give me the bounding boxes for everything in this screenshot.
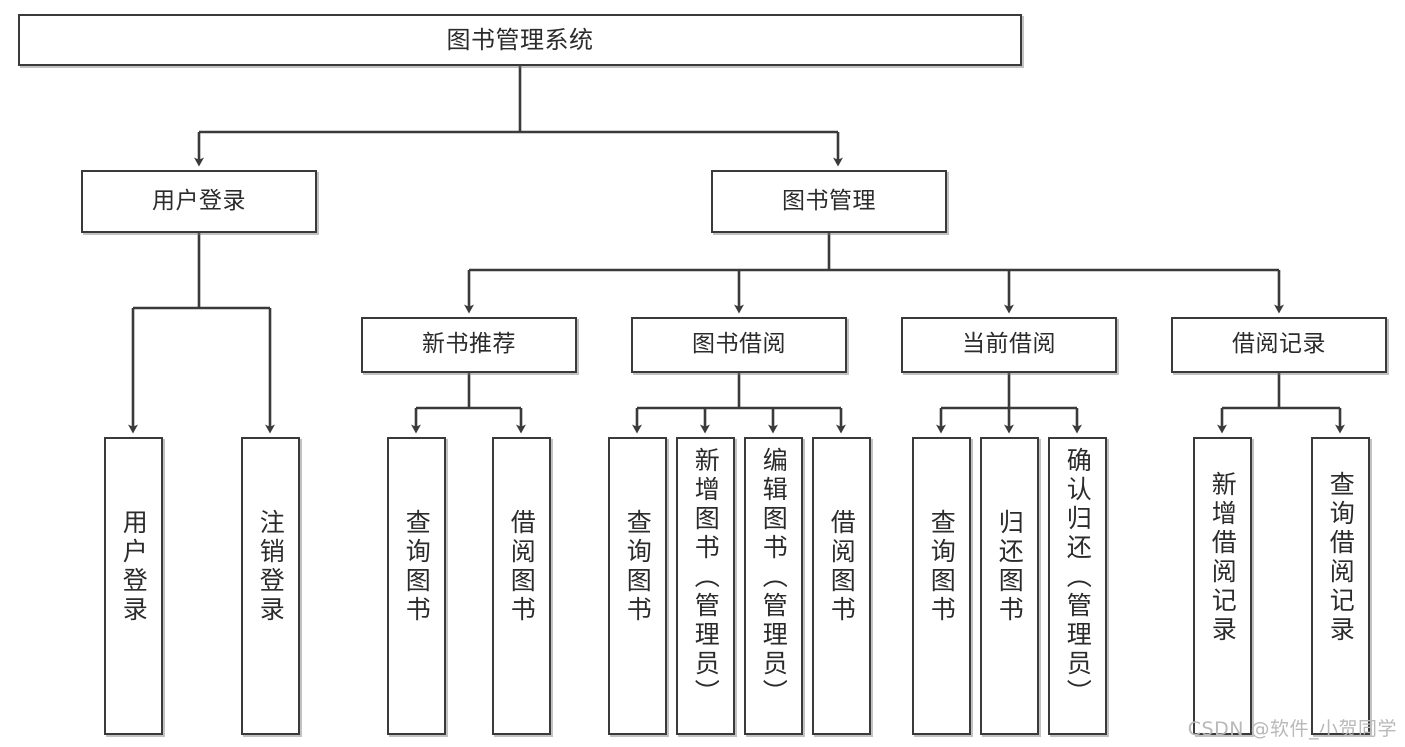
node-book-borrow[interactable]: 图书借阅 [631, 317, 847, 373]
node-borrow-record[interactable]: 借阅记录 [1171, 317, 1387, 373]
node-label: 图书借阅 [692, 331, 786, 358]
node-label: 图书管理系统 [446, 25, 594, 54]
leaf-nb-borrow-book[interactable]: 借阅图书 [492, 437, 551, 735]
leaf-label: 注销登录 [256, 509, 286, 625]
leaf-cb-return-book[interactable]: 归还图书 [980, 437, 1039, 735]
node-user-login[interactable]: 用户登录 [81, 170, 317, 233]
leaf-user-login[interactable]: 用户登录 [104, 437, 163, 735]
leaf-label: 查询图书 [927, 509, 957, 625]
leaf-label: 新增借阅记录 [1208, 471, 1238, 645]
leaf-bb-edit-book-admin[interactable]: 编辑图书（管理员） [744, 437, 803, 735]
leaf-label: 用户登录 [119, 509, 149, 625]
leaf-label: 新增图书（管理员） [691, 447, 721, 708]
leaf-br-add-record[interactable]: 新增借阅记录 [1193, 437, 1252, 735]
leaf-bb-query-book[interactable]: 查询图书 [608, 437, 667, 735]
node-book-management[interactable]: 图书管理 [711, 170, 947, 233]
leaf-cb-confirm-return-admin[interactable]: 确认归还（管理员） [1048, 437, 1107, 735]
leaf-cb-query-book[interactable]: 查询图书 [912, 437, 971, 735]
leaf-bb-borrow-book[interactable]: 借阅图书 [812, 437, 871, 735]
leaf-label: 借阅图书 [507, 509, 537, 625]
node-label: 新书推荐 [422, 331, 516, 358]
node-new-book-recommend[interactable]: 新书推荐 [361, 317, 577, 373]
leaf-logout[interactable]: 注销登录 [241, 437, 300, 735]
leaf-label: 借阅图书 [827, 509, 857, 625]
leaf-bb-add-book-admin[interactable]: 新增图书（管理员） [676, 437, 735, 735]
leaf-label: 查询借阅记录 [1326, 471, 1356, 645]
leaf-label: 查询图书 [623, 509, 653, 625]
leaf-label: 确认归还（管理员） [1063, 447, 1093, 708]
node-label: 图书管理 [782, 187, 876, 214]
leaf-label: 编辑图书（管理员） [759, 447, 789, 708]
node-label: 用户登录 [152, 187, 246, 214]
leaf-label: 归还图书 [995, 509, 1025, 625]
leaf-label: 查询图书 [402, 509, 432, 625]
node-label: 当前借阅 [962, 331, 1056, 358]
leaf-nb-query-book[interactable]: 查询图书 [387, 437, 446, 735]
leaf-br-query-record[interactable]: 查询借阅记录 [1311, 437, 1370, 735]
node-root-book-management-system[interactable]: 图书管理系统 [18, 14, 1022, 66]
node-current-borrow[interactable]: 当前借阅 [901, 317, 1117, 373]
csdn-watermark: CSDN @软件_小贺同学 [1187, 718, 1397, 740]
node-label: 借阅记录 [1232, 331, 1326, 358]
